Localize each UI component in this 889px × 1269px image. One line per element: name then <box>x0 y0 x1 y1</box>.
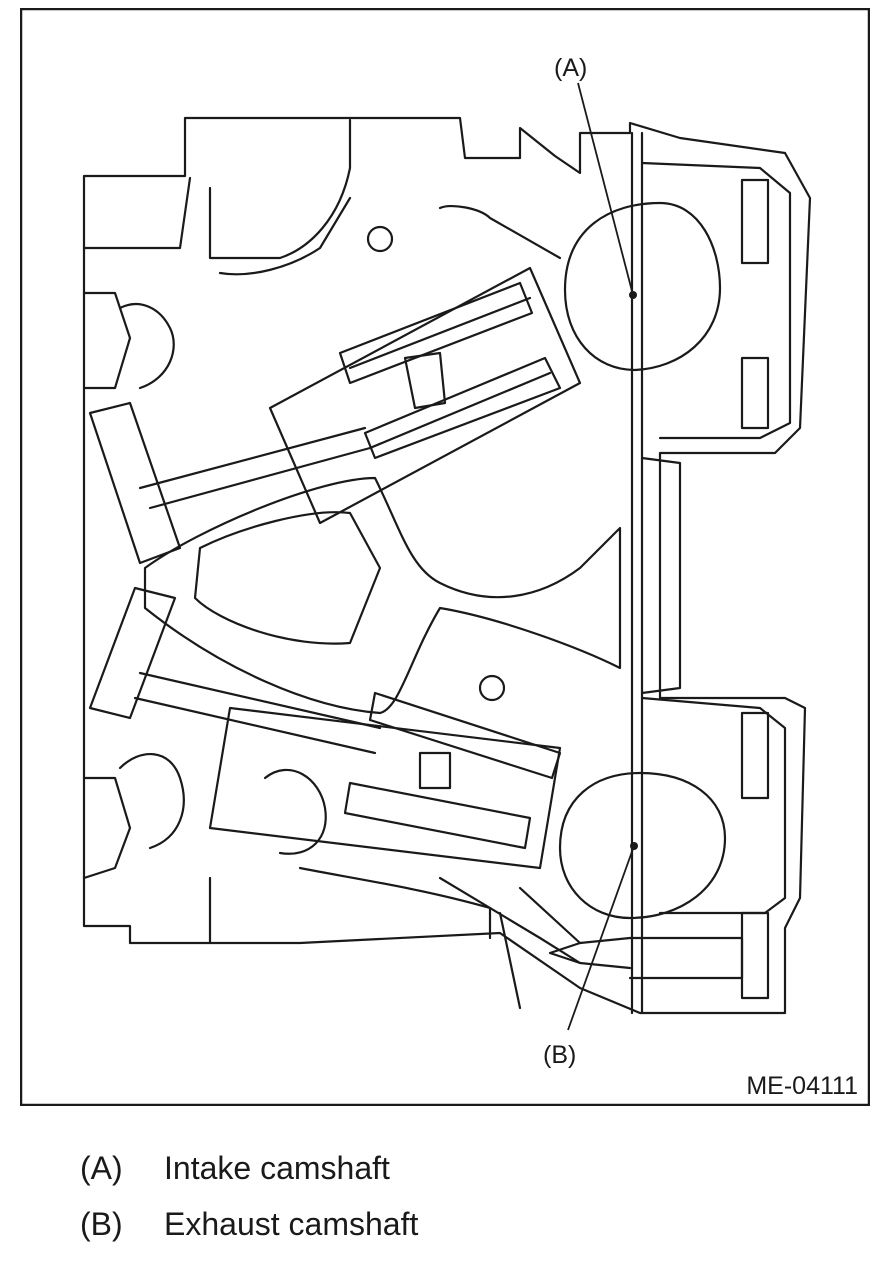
callout-a-label: (A) <box>554 54 587 82</box>
legend-item-b: (B) Exhaust camshaft <box>80 1206 840 1262</box>
legend-text-a: Intake camshaft <box>164 1150 390 1186</box>
legend-text-b: Exhaust camshaft <box>164 1206 419 1242</box>
diagram-frame: (A) (B) ME-04111 <box>20 8 870 1106</box>
head-casting-outline <box>82 116 812 1015</box>
callout-a: (A) <box>554 54 637 299</box>
legend-key-b: (B) <box>80 1206 123 1242</box>
legend: (A) Intake camshaft (B) Exhaust camshaft <box>80 1150 840 1262</box>
callout-b-leader <box>567 845 635 1031</box>
legend-item-a: (A) Intake camshaft <box>80 1150 840 1206</box>
cylinder-head-cross-section: (A) (B) ME-04111 <box>20 8 870 1106</box>
callout-a-leader <box>577 82 634 296</box>
callout-b-label: (B) <box>543 1041 576 1069</box>
figure-code: ME-04111 <box>746 1072 858 1100</box>
callout-b: (B) <box>543 842 638 1069</box>
legend-key-a: (A) <box>80 1150 123 1186</box>
